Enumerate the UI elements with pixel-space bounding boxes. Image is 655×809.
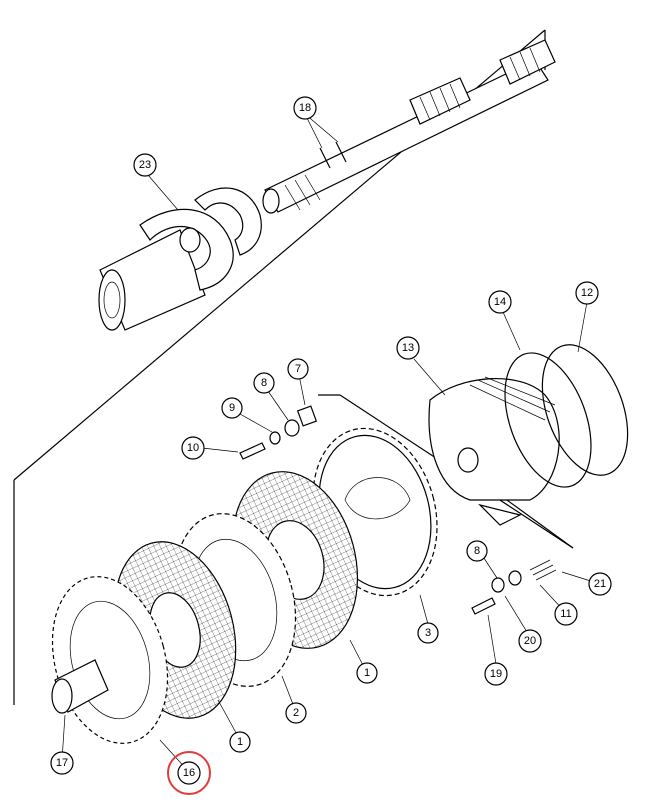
- callout-3-label: 3: [425, 627, 431, 639]
- callout-12[interactable]: 12: [575, 281, 599, 305]
- callout-2-label: 2: [293, 707, 299, 719]
- callout-12-label: 12: [581, 287, 593, 299]
- callout-2[interactable]: 2: [285, 702, 307, 724]
- callout-21[interactable]: 21: [588, 572, 612, 596]
- callout-23[interactable]: 23: [133, 153, 157, 177]
- callout-11[interactable]: 11: [554, 602, 578, 626]
- callout-8-upper-label: 8: [261, 377, 267, 389]
- callout-16[interactable]: 16: [167, 751, 211, 795]
- callout-10-label: 10: [187, 442, 199, 454]
- callout-13-label: 13: [402, 342, 414, 354]
- callout-7-label: 7: [295, 363, 301, 375]
- splined-hub-part: [51, 659, 109, 714]
- callout-1-lower[interactable]: 1: [229, 731, 251, 753]
- disc-stack-parts: [51, 471, 359, 744]
- callout-1-lower-label: 1: [237, 736, 243, 748]
- callout-23-label: 23: [139, 159, 151, 171]
- callout-18-label: 18: [299, 102, 311, 114]
- callout-3[interactable]: 3: [417, 622, 439, 644]
- callout-8-lower-label: 8: [474, 545, 480, 557]
- callout-1-upper[interactable]: 1: [356, 662, 378, 684]
- callout-21-label: 21: [594, 578, 606, 590]
- callout-9[interactable]: 9: [221, 397, 243, 419]
- callout-14[interactable]: 14: [488, 290, 512, 314]
- callout-7[interactable]: 7: [287, 358, 309, 380]
- callout-16-label: 16: [183, 767, 195, 779]
- o-ring-parts: [504, 344, 629, 488]
- callout-18[interactable]: 18: [293, 96, 317, 120]
- callout-19[interactable]: 19: [484, 662, 508, 686]
- callout-8-upper[interactable]: 8: [253, 372, 275, 394]
- callout-13[interactable]: 13: [396, 336, 420, 360]
- callout-20-label: 20: [524, 635, 536, 647]
- callout-16-highlight-ring: [167, 751, 211, 795]
- callout-20[interactable]: 20: [518, 629, 542, 653]
- callout-9-label: 9: [229, 402, 235, 414]
- callout-11-label: 11: [560, 608, 571, 620]
- callout-19-label: 19: [490, 668, 502, 680]
- housing-part: [428, 376, 560, 526]
- callout-8-lower[interactable]: 8: [466, 540, 488, 562]
- callout-10[interactable]: 10: [181, 436, 205, 460]
- callout-17-label: 17: [56, 757, 68, 769]
- hub-spiral-part: [98, 187, 262, 331]
- shaft-part: [262, 39, 556, 214]
- callout-17[interactable]: 17: [50, 751, 74, 775]
- fastener-parts: [239, 405, 557, 615]
- callout-1-upper-label: 1: [364, 667, 370, 679]
- callout-14-label: 14: [494, 296, 506, 308]
